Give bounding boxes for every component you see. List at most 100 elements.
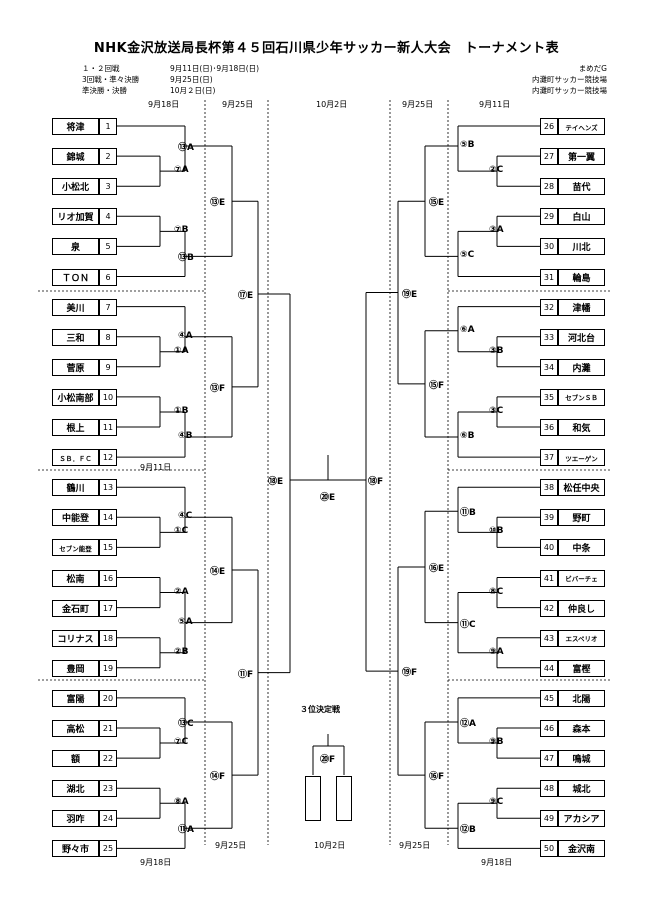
team-name-box: 富樫 xyxy=(558,659,605,677)
match-label: ⑥A xyxy=(460,324,475,335)
third-place-label: ３位決定戦 xyxy=(300,705,340,714)
team-number: 20 xyxy=(99,689,117,707)
team-number: 29 xyxy=(540,208,558,226)
team-number: 36 xyxy=(540,419,558,436)
team-number: 26 xyxy=(540,118,558,135)
third-place-slot xyxy=(336,776,352,821)
match-label: ③C xyxy=(489,405,504,416)
team-number: 49 xyxy=(540,810,558,828)
match-label: ④C xyxy=(178,511,193,522)
team-number: 16 xyxy=(99,569,117,587)
match-label: ⑮F xyxy=(429,380,445,391)
team-name-box: 内灘 xyxy=(558,358,605,376)
match-label: ⑩B xyxy=(489,526,504,537)
match-label: ⑮E xyxy=(429,198,445,209)
round-date-footer: 10月2日 xyxy=(314,841,346,850)
team-number: 32 xyxy=(540,298,558,316)
match-label: ⑨B xyxy=(489,737,504,748)
match-label: ⑨C xyxy=(489,797,504,808)
match-label: ②C xyxy=(489,165,504,176)
team-number: 12 xyxy=(99,449,117,467)
team-name-box: 三和 xyxy=(52,328,99,346)
match-label: ⑪A xyxy=(178,825,194,836)
match-label: ⑫A xyxy=(460,719,476,729)
team-name-box: 湖北 xyxy=(52,780,99,798)
venue-label: まめだG xyxy=(578,64,607,73)
team-number: 22 xyxy=(99,750,117,768)
team-number: 48 xyxy=(540,780,558,798)
team-name-box: コリナス xyxy=(52,629,99,647)
team-name-box: エスペリオ xyxy=(558,629,605,647)
team-name-box: 小松北 xyxy=(52,178,99,196)
team-number: 17 xyxy=(99,599,117,617)
round-date-footer: 9月18日 xyxy=(481,858,513,867)
round-date-footer: 9月25日 xyxy=(215,841,247,850)
team-name-box: 北陽 xyxy=(558,689,605,707)
round-date-header: 9月18日 xyxy=(148,100,180,109)
team-number: 34 xyxy=(540,358,558,376)
match-label: ⑥B xyxy=(460,431,475,441)
match-label: ⑬E xyxy=(210,198,226,209)
team-name-box: 金石町 xyxy=(52,599,99,617)
team-name-box: 松南 xyxy=(52,569,99,587)
team-number: 33 xyxy=(540,328,558,346)
match-label: ③B xyxy=(489,345,504,356)
match-label: ①B xyxy=(174,405,189,416)
team-name-box: 小松南部 xyxy=(52,388,99,406)
team-name-box: 輪島 xyxy=(558,268,605,286)
match-label: ⑫B xyxy=(460,825,476,836)
team-name-box: 中条 xyxy=(558,539,605,557)
match-label: ⑦A xyxy=(174,165,189,176)
team-name-box: 羽咋 xyxy=(52,810,99,828)
match-label: ①A xyxy=(174,345,189,356)
team-number: 44 xyxy=(540,659,558,677)
match-label: ⑤B xyxy=(460,140,475,150)
team-number: 50 xyxy=(540,840,558,858)
team-number: 39 xyxy=(540,509,558,527)
team-name-box: アカシア xyxy=(558,810,605,828)
team-name-box: 額 xyxy=(52,750,99,768)
team-name-box: 野町 xyxy=(558,509,605,527)
team-number: 38 xyxy=(540,479,558,497)
team-number: 45 xyxy=(540,689,558,707)
round-date-header: 9月25日 xyxy=(402,100,434,109)
team-number: 30 xyxy=(540,238,558,256)
match-label: ④A xyxy=(178,330,193,341)
match-label: ⑬C xyxy=(178,719,194,729)
team-number: 37 xyxy=(540,449,558,467)
round-date-footer: 9月25日 xyxy=(399,841,431,850)
team-number: 43 xyxy=(540,629,558,647)
match-label: ⑬B xyxy=(178,253,194,264)
team-name-box: 苗代 xyxy=(558,178,605,196)
team-name-box: リオ加賀 xyxy=(52,208,99,226)
match-label: ⑪C xyxy=(460,619,476,630)
round-date-mid: 9月11日 xyxy=(140,463,172,472)
match-label: ⑯F xyxy=(429,772,445,783)
match-label: ⑰E xyxy=(238,291,254,302)
team-number: 28 xyxy=(540,178,558,196)
team-number: 9 xyxy=(99,358,117,376)
team-number: 13 xyxy=(99,479,117,497)
team-number: 5 xyxy=(99,238,117,256)
match-label: ⑬F xyxy=(210,383,226,394)
team-name-box: 川北 xyxy=(558,238,605,256)
match-label: ⑬A xyxy=(178,143,194,153)
match-label: ⑲F xyxy=(402,668,418,679)
team-name-box: ＴＯＮ xyxy=(52,268,99,286)
team-name-box: 和気 xyxy=(558,419,605,436)
match-label: ⑳E xyxy=(320,493,336,503)
round-date-header: 9月11日 xyxy=(479,100,511,109)
team-number: 8 xyxy=(99,328,117,346)
team-number: 18 xyxy=(99,629,117,647)
team-number: 35 xyxy=(540,388,558,406)
match-label: ⑤A xyxy=(178,616,193,627)
team-name-box: 高松 xyxy=(52,720,99,737)
match-label: ⑲E xyxy=(402,289,418,300)
team-name-box: 仲良し xyxy=(558,599,605,617)
match-label: ⑧C xyxy=(489,586,504,597)
match-label: ⑳F xyxy=(320,755,336,765)
team-name-box: ビバーチェ xyxy=(558,569,605,587)
